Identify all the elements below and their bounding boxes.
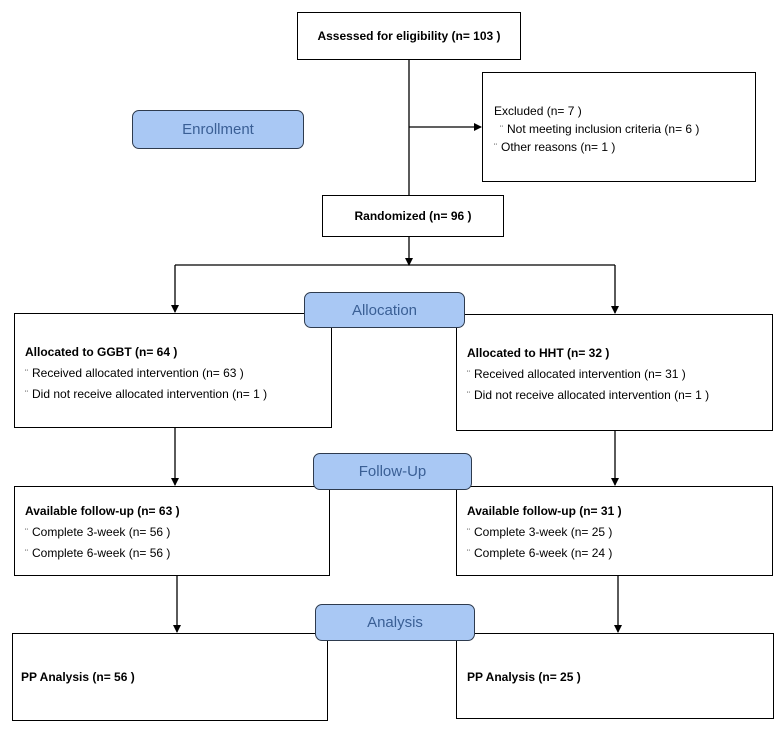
- left-allocated-title: Allocated to GGBT (n= 64 ): [25, 345, 178, 359]
- excluded-box: Excluded (n= 7 ) ¨Not meeting inclusion …: [482, 72, 756, 182]
- list-item: ¨Complete 3-week (n= 56 ): [25, 525, 171, 539]
- list-item: ¨Received allocated intervention (n= 31 …: [467, 367, 686, 381]
- bullet-icon: ¨: [467, 390, 470, 400]
- list-item: ¨Complete 3-week (n= 25 ): [467, 525, 613, 539]
- right-allocated-title: Allocated to HHT (n= 32 ): [467, 346, 610, 360]
- assessed-box: Assessed for eligibility (n= 103 ): [297, 12, 521, 60]
- randomized-box: Randomized (n= 96 ): [322, 195, 504, 237]
- randomized-text: Randomized (n= 96 ): [354, 208, 472, 223]
- stage-analysis: Analysis: [315, 604, 475, 641]
- right-followup-box: Available follow-up (n= 31 ) ¨Complete 3…: [456, 486, 773, 576]
- right-allocated-box: Allocated to HHT (n= 32 ) ¨Received allo…: [456, 314, 773, 431]
- bullet-icon: ¨: [494, 142, 497, 152]
- excluded-title: Excluded (n= 7 ): [494, 104, 582, 118]
- bullet-icon: ¨: [25, 389, 28, 399]
- excluded-item: ¨Other reasons (n= 1 ): [494, 140, 616, 154]
- stage-enrollment: Enrollment: [132, 110, 304, 149]
- right-analysis-text: PP Analysis (n= 25 ): [467, 670, 581, 684]
- stage-followup: Follow-Up: [313, 453, 472, 490]
- list-item: ¨Received allocated intervention (n= 63 …: [25, 366, 244, 380]
- right-followup-title: Available follow-up (n= 31 ): [467, 504, 622, 518]
- bullet-icon: ¨: [467, 369, 470, 379]
- bullet-icon: ¨: [25, 548, 28, 558]
- left-allocated-box: Allocated to GGBT (n= 64 ) ¨Received all…: [14, 313, 332, 428]
- left-analysis-text: PP Analysis (n= 56 ): [21, 670, 135, 684]
- left-followup-title: Available follow-up (n= 63 ): [25, 504, 180, 518]
- list-item: ¨Complete 6-week (n= 24 ): [467, 546, 613, 560]
- excluded-item: ¨Not meeting inclusion criteria (n= 6 ): [500, 122, 700, 136]
- bullet-icon: ¨: [467, 527, 470, 537]
- list-item: ¨Complete 6-week (n= 56 ): [25, 546, 171, 560]
- stage-allocation: Allocation: [304, 292, 465, 328]
- bullet-icon: ¨: [25, 368, 28, 378]
- list-item: ¨Did not receive allocated intervention …: [467, 388, 710, 402]
- bullet-icon: ¨: [467, 548, 470, 558]
- left-followup-box: Available follow-up (n= 63 ) ¨Complete 3…: [14, 486, 330, 576]
- bullet-icon: ¨: [500, 124, 503, 134]
- assessed-text: Assessed for eligibility (n= 103 ): [317, 28, 501, 43]
- right-analysis-box: PP Analysis (n= 25 ): [456, 633, 774, 719]
- list-item: ¨Did not receive allocated intervention …: [25, 387, 268, 401]
- bullet-icon: ¨: [25, 527, 28, 537]
- left-analysis-box: PP Analysis (n= 56 ): [12, 633, 328, 721]
